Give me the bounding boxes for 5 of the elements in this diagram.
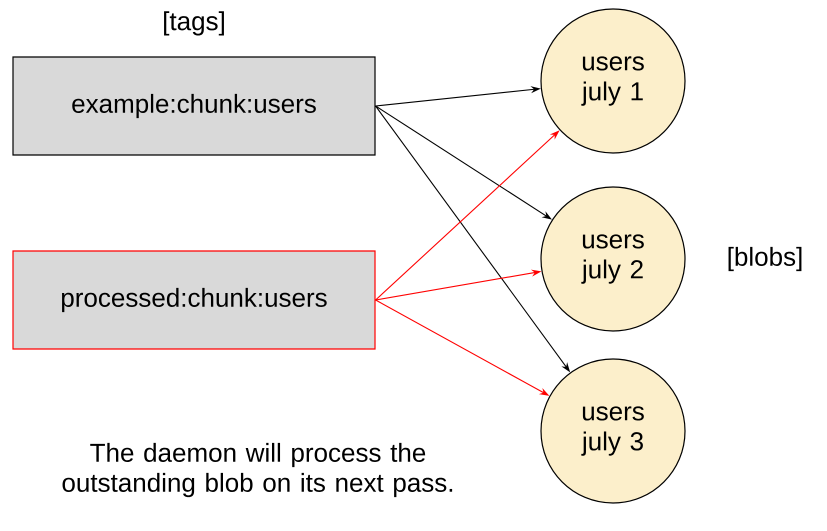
group-label: [tags] bbox=[164, 11, 224, 36]
tag-box: example:chunk:users bbox=[12, 56, 376, 156]
tag-box: processed:chunk:users bbox=[12, 250, 376, 350]
note-text: The daemon will process the outstanding blob on its next pass. bbox=[62, 442, 452, 498]
group-label: [blobs] bbox=[728, 246, 802, 272]
